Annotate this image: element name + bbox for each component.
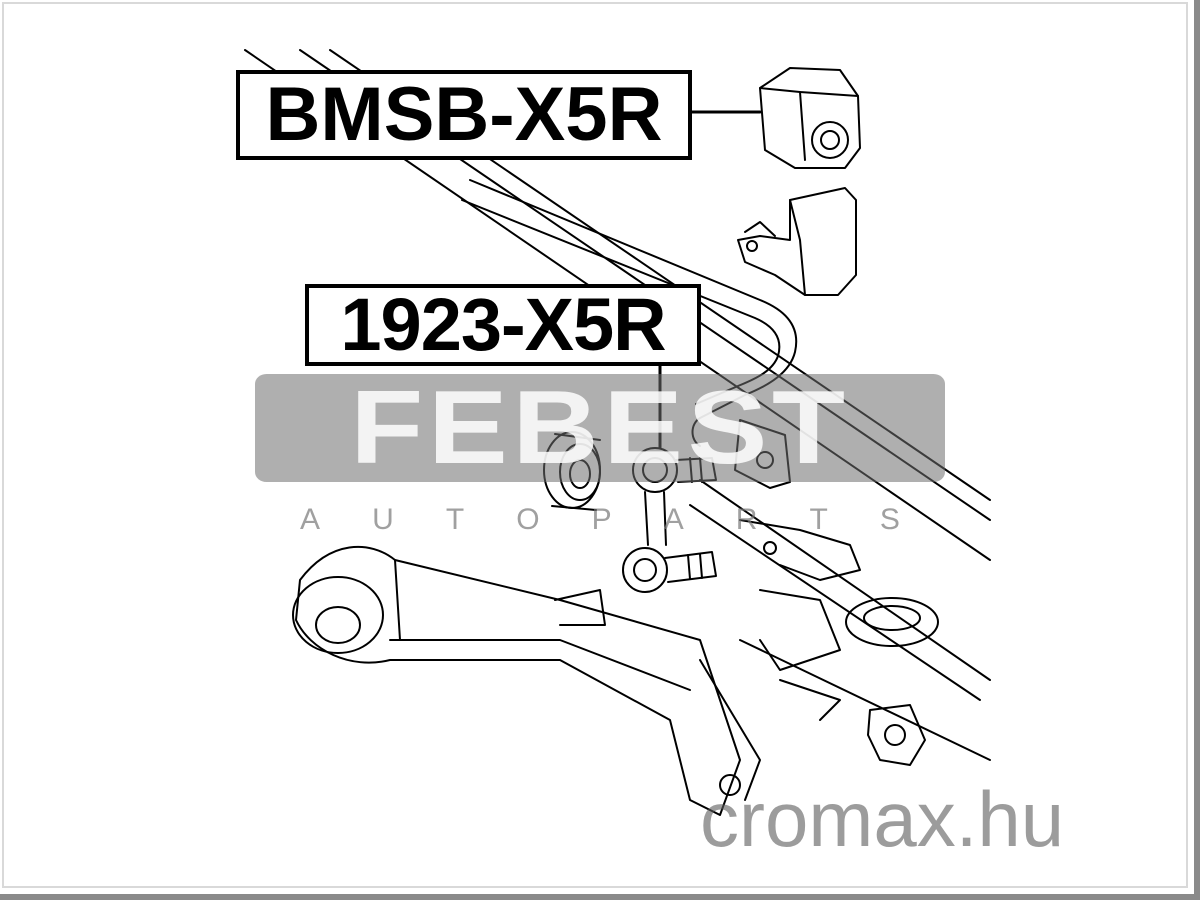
brand-watermark: FEBEST xyxy=(255,374,945,482)
part-number-label-bushing: BMSB-X5R xyxy=(236,70,692,160)
brand-sub-letter: T xyxy=(809,503,828,536)
brand-sub-letter: P xyxy=(591,503,612,536)
control-arm xyxy=(292,545,761,816)
site-watermark: cromax.hu xyxy=(700,775,1065,863)
brand-sub-letter: U xyxy=(372,503,394,536)
brand-sub-letter: A xyxy=(300,503,321,536)
spring-seat xyxy=(845,597,939,647)
brand-sub-letter: A xyxy=(663,503,684,536)
mount-bracket xyxy=(739,519,926,766)
inner-border xyxy=(2,2,1188,888)
bushing-bracket xyxy=(737,187,857,296)
brand-sub-letter: O xyxy=(516,503,540,536)
part-number-label-link: 1923-X5R xyxy=(305,284,701,366)
brand-sub-letter: T xyxy=(445,503,465,536)
stabilizer-bushing xyxy=(759,67,861,169)
brand-sub-letter: S xyxy=(879,503,900,536)
brand-sub-letter: R xyxy=(735,503,758,536)
